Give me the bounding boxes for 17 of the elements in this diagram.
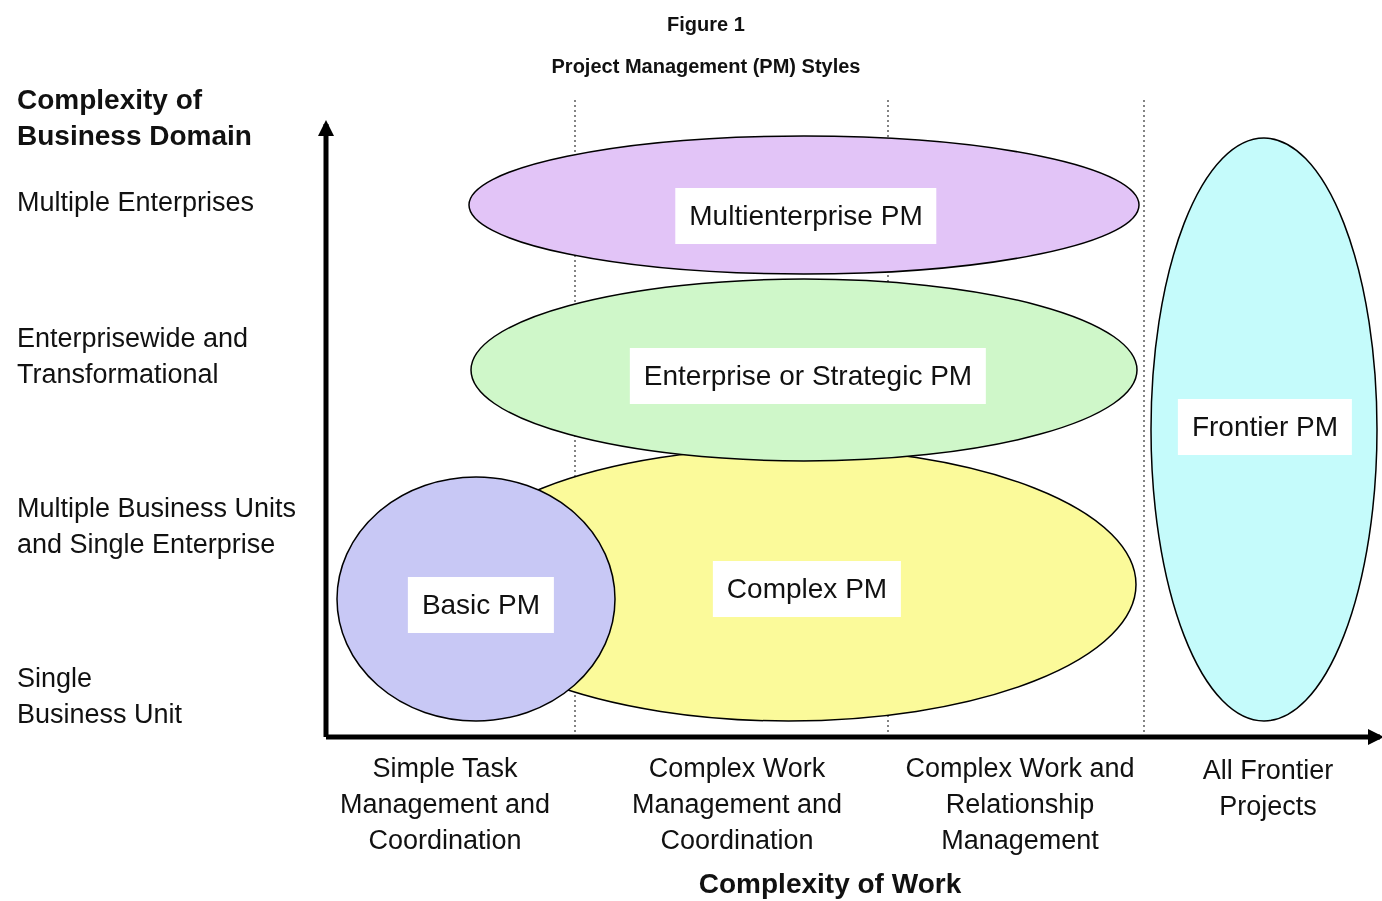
axis-category: Enterprisewide and Transformational	[17, 322, 250, 391]
axis-category: All Frontier Projects	[1201, 754, 1335, 823]
style-label: Complex PM	[712, 561, 902, 617]
style-label: Multienterprise PM	[675, 188, 937, 244]
chart-title: Project Management (PM) Styles	[550, 54, 862, 79]
axis-category: Multiple Enterprises	[17, 186, 256, 219]
style-label: Frontier PM	[1177, 399, 1353, 455]
style-label: Enterprise or Strategic PM	[629, 348, 987, 404]
axis-title: Complexity of Business Domain	[17, 83, 253, 153]
axis-title: Complexity of Work	[697, 867, 963, 901]
figure-number: Figure 1	[666, 12, 746, 37]
axis-category: Single Business Unit	[17, 662, 184, 731]
axis-category: Complex Work and Relationship Management	[904, 752, 1136, 857]
axis-category: Complex Work Management and Coordination	[630, 752, 844, 857]
style-label: Basic PM	[407, 577, 555, 633]
axis-category: Multiple Business Units and Single Enterprise	[17, 492, 297, 561]
axis-category: Simple Task Management and Coordination	[338, 752, 552, 857]
